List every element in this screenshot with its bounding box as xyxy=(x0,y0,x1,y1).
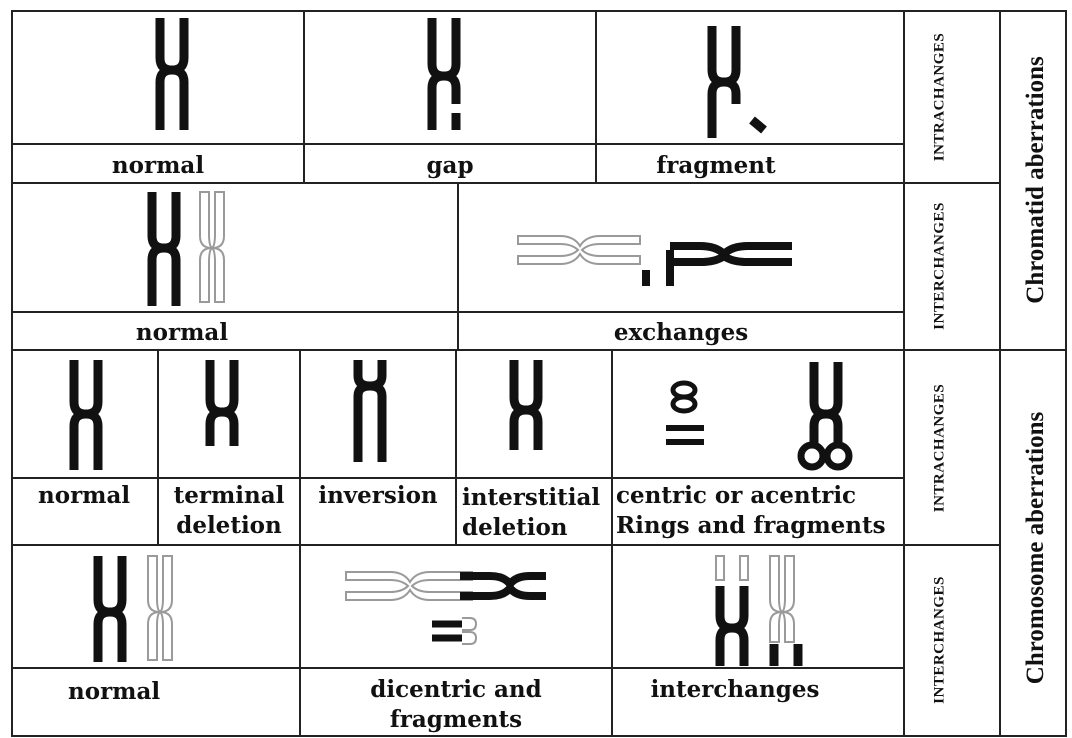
side-label-chromatid-interchanges: INTERCHANGES xyxy=(931,202,948,330)
group-label-chromatid-aberrations: Chromatid aberrations xyxy=(1022,56,1049,304)
chromosome-interstitial-deletion-icon xyxy=(509,360,543,450)
label-gap: gap xyxy=(426,152,474,179)
chromatid-fragment-icon xyxy=(707,26,767,138)
label-interstitial: interstitial xyxy=(462,484,601,511)
label-centric-acentric: centric or acentric xyxy=(616,482,857,509)
reciprocal-translocation-icon xyxy=(715,555,803,666)
chromosome-normal-outline-icon xyxy=(147,555,173,661)
group-label-chromosome-aberrations: Chromosome aberrations xyxy=(1022,411,1049,685)
label-exchanges: exchanges xyxy=(613,319,749,346)
label-terminal: terminal xyxy=(173,482,285,509)
label-dicentric-fragments: fragments xyxy=(389,706,523,733)
label-interstitial-deletion: deletion xyxy=(462,514,568,541)
chromosome-normal-icon xyxy=(69,360,103,470)
label-normal-chromosome: normal xyxy=(38,482,131,509)
chromosome-normal-outline-icon xyxy=(199,191,225,303)
label-terminal-deletion: deletion xyxy=(176,512,282,539)
label-inversion: inversion xyxy=(318,482,438,509)
side-label-chromosome-interchanges: INTERCHANGES xyxy=(931,576,948,704)
label-interchanges: interchanges xyxy=(650,676,820,703)
chromatid-exchange-icon xyxy=(517,235,792,286)
chromosome-inversion-icon xyxy=(353,360,387,462)
label-normal-chromosome-inter: normal xyxy=(68,678,161,705)
dicentric-chromosome-icon xyxy=(345,571,546,645)
side-label-chromosome-intrachanges: INTRACHANGES xyxy=(931,383,948,513)
label-dicentric: dicentric and xyxy=(370,676,542,703)
chromosome-terminal-deletion-icon xyxy=(205,360,239,446)
chromatid-gap-icon xyxy=(427,18,461,130)
label-normal-chromatid-inter: normal xyxy=(135,319,229,346)
chromosome-normal-icon xyxy=(93,556,127,662)
label-rings-fragments: Rings and fragments xyxy=(616,512,886,539)
chromosome-normal-icon xyxy=(147,192,181,306)
ring-chromosome-icon xyxy=(666,380,704,445)
label-normal-chromatid: normal xyxy=(111,152,205,179)
chromosome-normal-icon xyxy=(155,18,189,130)
label-fragment: fragment xyxy=(656,152,776,179)
acentric-ring-icon xyxy=(797,362,853,471)
side-label-chromatid-intrachanges: INTRACHANGES xyxy=(931,32,948,162)
